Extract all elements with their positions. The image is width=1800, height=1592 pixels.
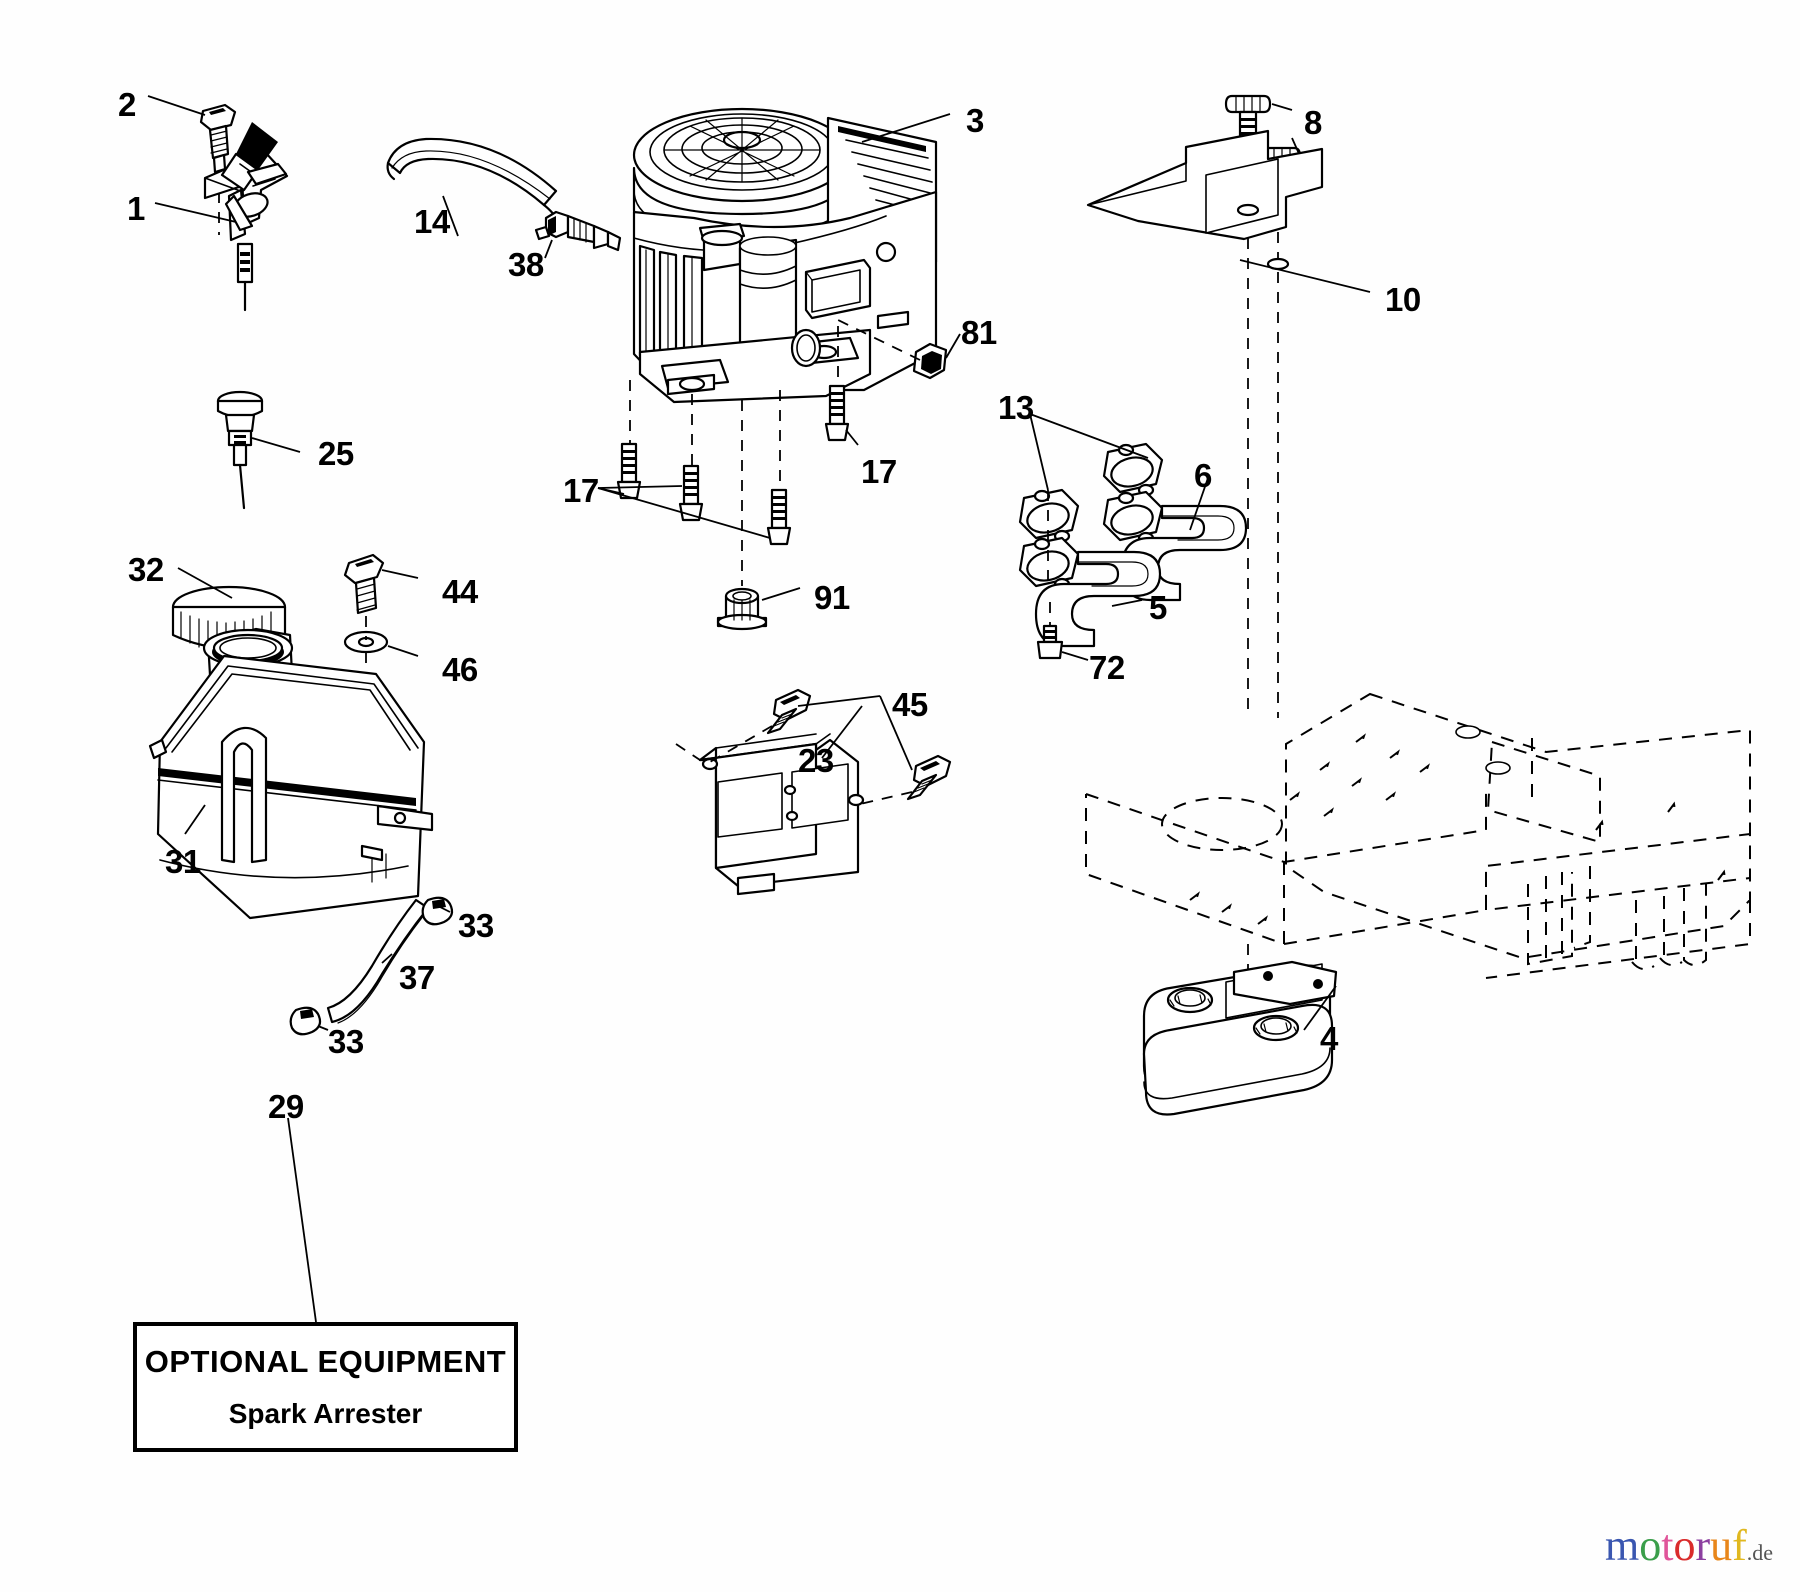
motoruf-watermark: motoruf.de: [1605, 1524, 1773, 1568]
exhaust-pipe-lower: [1034, 550, 1162, 648]
callout-25: 25: [318, 435, 354, 472]
callout-4: 4: [1320, 1020, 1338, 1057]
callout-38: 38: [508, 246, 544, 283]
callout-37: 37: [399, 959, 435, 996]
gasket: [1018, 536, 1080, 591]
bolts-engine-mount: [597, 326, 859, 546]
callout-33-top: 33: [458, 907, 494, 944]
callout-14: 14: [414, 203, 450, 240]
callout-6: 6: [1194, 457, 1212, 494]
callout-91: 91: [814, 579, 850, 616]
watermark-letter: f: [1732, 1521, 1747, 1570]
callout-10: 10: [1385, 281, 1421, 318]
callout-31: 31: [165, 843, 201, 880]
watermark-suffix: .de: [1746, 1540, 1774, 1565]
optional-equipment-box: OPTIONAL EQUIPMENT Spark Arrester: [133, 1322, 518, 1452]
callout-2: 2: [118, 86, 136, 123]
callout-45: 45: [892, 686, 928, 723]
gasket: [1018, 488, 1080, 543]
bolt-exhaust-pipe: [1036, 602, 1089, 661]
chassis-plate: [1085, 692, 1751, 979]
throttle-control-assembly: [147, 95, 289, 312]
fan-grille: [663, 117, 821, 183]
optional-equipment-subtitle: Spark Arrester: [228, 1398, 423, 1429]
bolt: [824, 384, 850, 442]
watermark-letter: u: [1710, 1521, 1733, 1570]
callout-13: 13: [998, 389, 1034, 426]
callout-46: 46: [442, 651, 478, 688]
bolt: [766, 488, 792, 546]
bolt: [616, 442, 642, 500]
engine: [632, 107, 951, 404]
watermark-letter: o: [1639, 1521, 1662, 1570]
callout-17-right: 17: [861, 453, 897, 490]
engine-bracket: [698, 705, 865, 896]
callout-3: 3: [966, 102, 984, 139]
callout-8: 8: [1304, 104, 1322, 141]
callout-44: 44: [442, 573, 478, 610]
muffler: [1142, 944, 1338, 1116]
gasket: [1102, 442, 1164, 497]
hose-clamp-top: [421, 896, 454, 926]
callout-32: 32: [128, 551, 164, 588]
heat-shield-panel: [1086, 129, 1371, 293]
throttle-control-bracket: [203, 122, 289, 312]
screw-fuel-tank: [343, 553, 419, 615]
fuel-hose: [386, 137, 558, 237]
callout-1: 1: [127, 190, 145, 227]
watermark-letter: m: [1605, 1521, 1640, 1570]
watermark-letter: t: [1661, 1521, 1674, 1570]
callout-23: 23: [798, 742, 834, 779]
bolt-bracket-bottom: [797, 695, 952, 805]
hose-clamp-bottom: [289, 1006, 329, 1036]
choke-control-knob: [216, 390, 301, 510]
callout-33-bottom: 33: [328, 1023, 364, 1060]
callout-72: 72: [1089, 649, 1125, 686]
fuel-tank: [148, 627, 434, 920]
callout-5: 5: [1149, 589, 1167, 626]
gasket: [1102, 490, 1164, 545]
fuel-filter-connector: [534, 210, 622, 259]
callout-17-left: 17: [563, 472, 599, 509]
screw-throttle-control: [199, 103, 237, 174]
washer-fuel-tank: [343, 630, 419, 657]
callout-29: 29: [268, 1088, 304, 1125]
watermark-letter: r: [1695, 1521, 1711, 1570]
watermark-letter: o: [1673, 1521, 1696, 1570]
nut-engine: [837, 319, 961, 380]
bolt-bracket-top: [709, 688, 812, 763]
callout-81: 81: [961, 314, 997, 351]
bushing: [716, 400, 801, 631]
fuel-line: [326, 898, 430, 1024]
optional-equipment-title: OPTIONAL EQUIPMENT: [144, 1344, 507, 1379]
